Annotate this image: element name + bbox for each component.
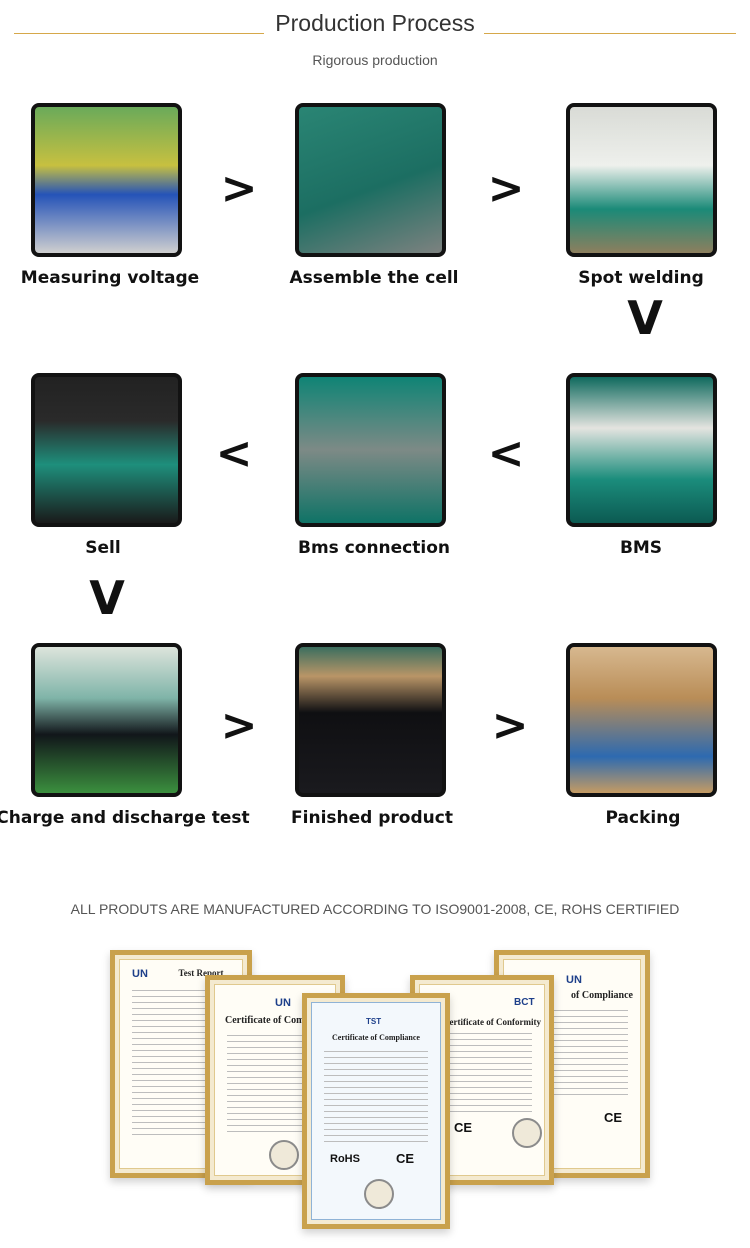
caption-spot-welding: Spot welding xyxy=(578,268,704,288)
arrow-right-icon: > xyxy=(487,163,525,214)
caption-charge-discharge-test: Charge and discharge test xyxy=(0,808,250,828)
photo-spot-welding xyxy=(566,103,717,257)
test-report-title: Test Report xyxy=(178,968,224,978)
caption-packing: Packing xyxy=(605,808,681,828)
photo-charge-discharge-test xyxy=(31,643,182,797)
arrow-right-icon: > xyxy=(491,700,529,751)
caption-measuring-voltage: Measuring voltage xyxy=(20,268,200,288)
compliance-front-title: Certificate of Compliance xyxy=(332,1033,420,1042)
text-lines xyxy=(324,1051,428,1143)
bct-logo: BCT xyxy=(514,997,535,1008)
text-lines xyxy=(544,1010,628,1100)
header-rule-right xyxy=(484,33,736,34)
photo-measuring-voltage xyxy=(31,103,182,257)
photo-finished-product xyxy=(295,643,446,797)
photo-packing xyxy=(566,643,717,797)
un-logo: UN xyxy=(566,974,582,986)
photo-sell xyxy=(31,373,182,527)
photo-bms xyxy=(566,373,717,527)
section-header: Production Process Rigorous production xyxy=(0,0,750,80)
caption-bms-connection: Bms connection xyxy=(297,538,450,558)
ce-mark-icon: CE xyxy=(604,1110,623,1125)
certificate-compliance-front: TST Certificate of Compliance RoHS CE xyxy=(302,993,450,1229)
seal-icon xyxy=(512,1118,542,1148)
page-subtitle: Rigorous production xyxy=(312,52,438,68)
arrow-left-icon: < xyxy=(487,428,525,479)
arrow-right-icon: > xyxy=(220,700,258,751)
un-logo: UN xyxy=(275,997,291,1009)
tst-logo: TST xyxy=(366,1017,382,1026)
photo-assemble-cell xyxy=(295,103,446,257)
arrow-right-icon: > xyxy=(220,163,258,214)
seal-icon xyxy=(269,1140,299,1170)
header-rule-left xyxy=(14,33,264,34)
photo-bms-connection xyxy=(295,373,446,527)
certification-note: ALL PRODUTS ARE MANUFACTURED ACCORDING T… xyxy=(70,901,680,917)
caption-finished-product: Finished product xyxy=(291,808,453,828)
ce-mark-icon: CE xyxy=(396,1151,415,1166)
seal-icon xyxy=(364,1179,394,1209)
compliance-left-title: Certificate of Compl xyxy=(225,1015,313,1026)
caption-assemble-cell: Assemble the cell xyxy=(289,268,459,288)
caption-bms: BMS xyxy=(619,538,663,558)
caption-sell: Sell xyxy=(85,538,121,558)
conformity-title: Certificate of Conformity xyxy=(443,1017,541,1027)
un-logo: UN xyxy=(132,968,148,980)
arrow-left-icon: < xyxy=(215,428,253,479)
ce-mark-icon: CE xyxy=(454,1120,473,1135)
page-title: Production Process xyxy=(0,10,750,37)
compliance-right-title: of Compliance xyxy=(571,990,633,1001)
arrow-down-icon: V xyxy=(89,571,125,625)
page-title-text: Production Process xyxy=(271,10,479,36)
arrow-down-icon: V xyxy=(627,291,663,345)
rohs-mark: RoHS xyxy=(330,1153,360,1165)
